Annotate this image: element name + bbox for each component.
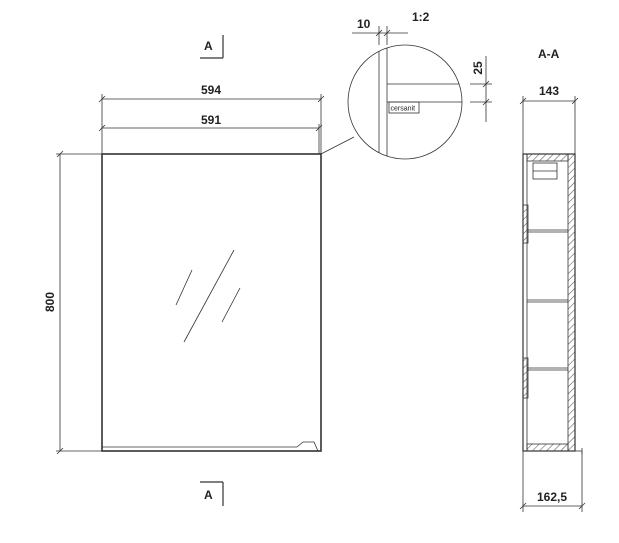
section-marker-bottom-label: A [204, 488, 213, 502]
dimension-door-width-label: 591 [201, 113, 221, 127]
dimension-detail-offset: 25 [470, 56, 492, 122]
dimension-detail-offset-label: 25 [471, 61, 485, 75]
dimension-depth-bottom-label: 162,5 [537, 490, 567, 504]
dimension-detail-gap-label: 10 [357, 17, 371, 31]
dimension-overall-width-label: 594 [201, 83, 221, 97]
dimension-detail-gap: 10 [352, 17, 408, 45]
section-marker-bottom: A [200, 481, 224, 506]
section-view-title: A-A [538, 47, 560, 61]
dimension-height: 800 [43, 150, 102, 455]
section-marker-top-label: A [204, 39, 213, 53]
dimension-height-label: 800 [43, 292, 57, 312]
brand-label-box [388, 101, 420, 114]
detail-leader-line [320, 136, 355, 155]
section-marker-top: A [200, 35, 224, 59]
detail-scale-label: 1:2 [412, 10, 430, 24]
brand-label-text: cersanit [391, 106, 416, 113]
cabinet-section-view [522, 153, 583, 454]
mirror-reflection-icon [175, 249, 241, 343]
dimension-overall-width: 594 [98, 83, 325, 154]
dimension-depth-top-label: 143 [539, 84, 559, 98]
dimension-depth-top: 143 [519, 84, 579, 154]
dimension-door-width: 591 [98, 113, 323, 154]
cabinet-front-view [101, 153, 322, 452]
detail-view: cersanit [347, 44, 463, 160]
dimension-depth-bottom: 162,5 [519, 451, 586, 512]
